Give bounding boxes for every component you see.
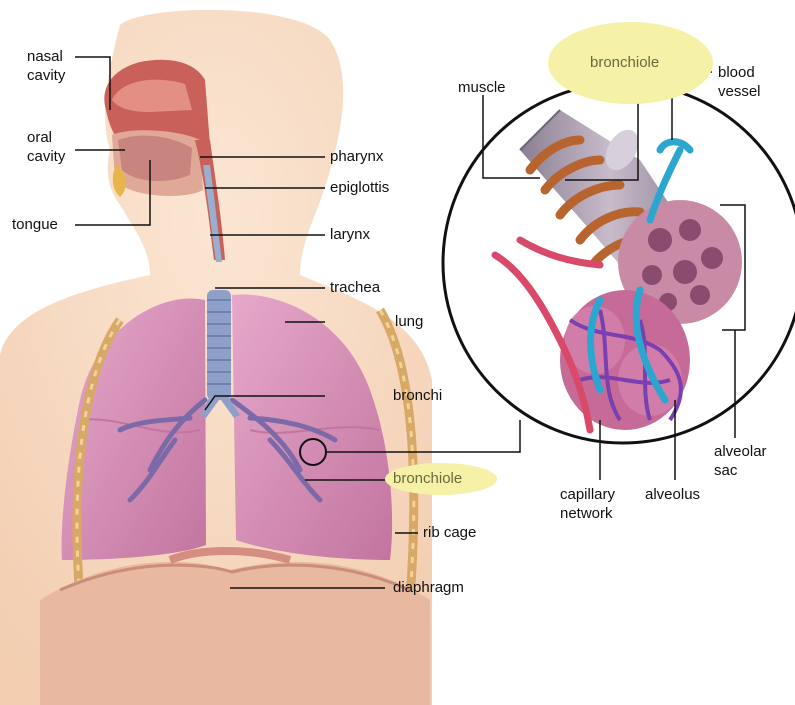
label-pharynx: pharynx: [330, 147, 383, 166]
label-tongue: tongue: [12, 215, 58, 234]
label-lung: lung: [395, 312, 423, 331]
label-trachea: trachea: [330, 278, 380, 297]
label-alveolus: alveolus: [645, 485, 700, 504]
label-alveolar-sac: alveolar sac: [714, 442, 767, 480]
inset-alveoli: [443, 83, 795, 443]
label-bronchiole-body: bronchiole: [393, 469, 462, 488]
label-bronchi: bronchi: [393, 386, 442, 405]
label-bronchiole-inset: bronchiole: [590, 53, 659, 72]
label-muscle: muscle: [458, 78, 506, 97]
diaphragm-artwork: [40, 551, 430, 705]
label-oral-cavity: oral cavity: [27, 128, 65, 166]
label-nasal-cavity: nasal cavity: [27, 47, 65, 85]
label-diaphragm: diaphragm: [393, 578, 464, 597]
label-rib-cage: rib cage: [423, 523, 476, 542]
label-blood-vessel: blood vessel: [718, 63, 761, 101]
label-larynx: larynx: [330, 225, 370, 244]
label-capillary-network: capillary network: [560, 485, 615, 523]
label-epiglottis: epiglottis: [330, 178, 389, 197]
